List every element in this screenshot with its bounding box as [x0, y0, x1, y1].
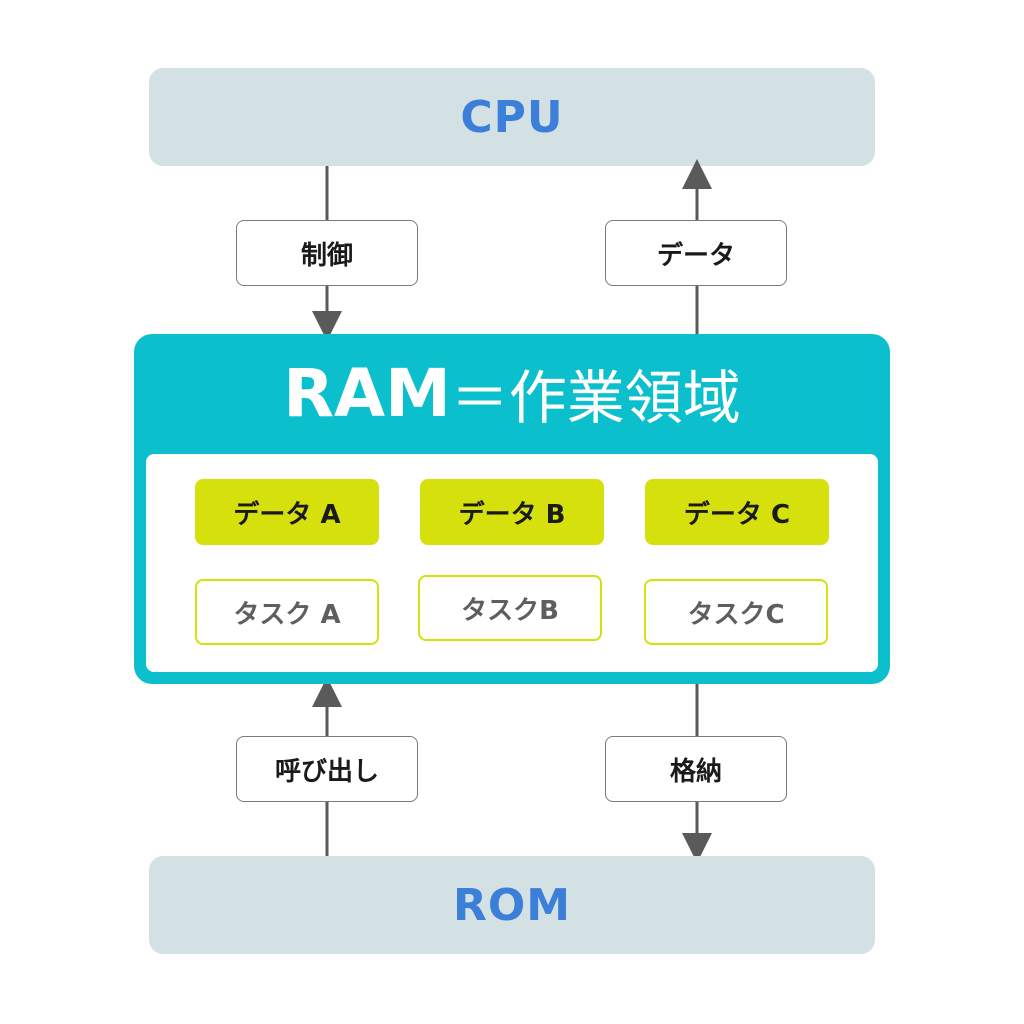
rom-block: ROM	[149, 856, 875, 954]
ram-title: RAM＝作業領域	[134, 334, 890, 452]
rom-label: ROM	[452, 879, 572, 931]
ram-workspace: データ A データ B データ C タスク A タスクB タスクC	[146, 454, 878, 672]
control-label: 制御	[236, 220, 418, 286]
ram-title-main: RAM	[283, 354, 451, 432]
ram-title-sub: ＝作業領域	[450, 364, 741, 432]
data-label: データ	[605, 220, 787, 286]
task-chip-a: タスク A	[195, 579, 379, 645]
store-label: 格納	[605, 736, 787, 802]
cpu-label: CPU	[460, 91, 564, 143]
task-chip-b: タスクB	[418, 575, 602, 641]
task-chip-c: タスクC	[644, 579, 828, 645]
cpu-block: CPU	[149, 68, 875, 166]
data-chip-a: データ A	[195, 479, 379, 545]
data-chip-b: データ B	[420, 479, 604, 545]
ram-block: RAM＝作業領域 データ A データ B データ C タスク A タスクB タス…	[134, 334, 890, 684]
data-chip-c: データ C	[645, 479, 829, 545]
call-label: 呼び出し	[236, 736, 418, 802]
